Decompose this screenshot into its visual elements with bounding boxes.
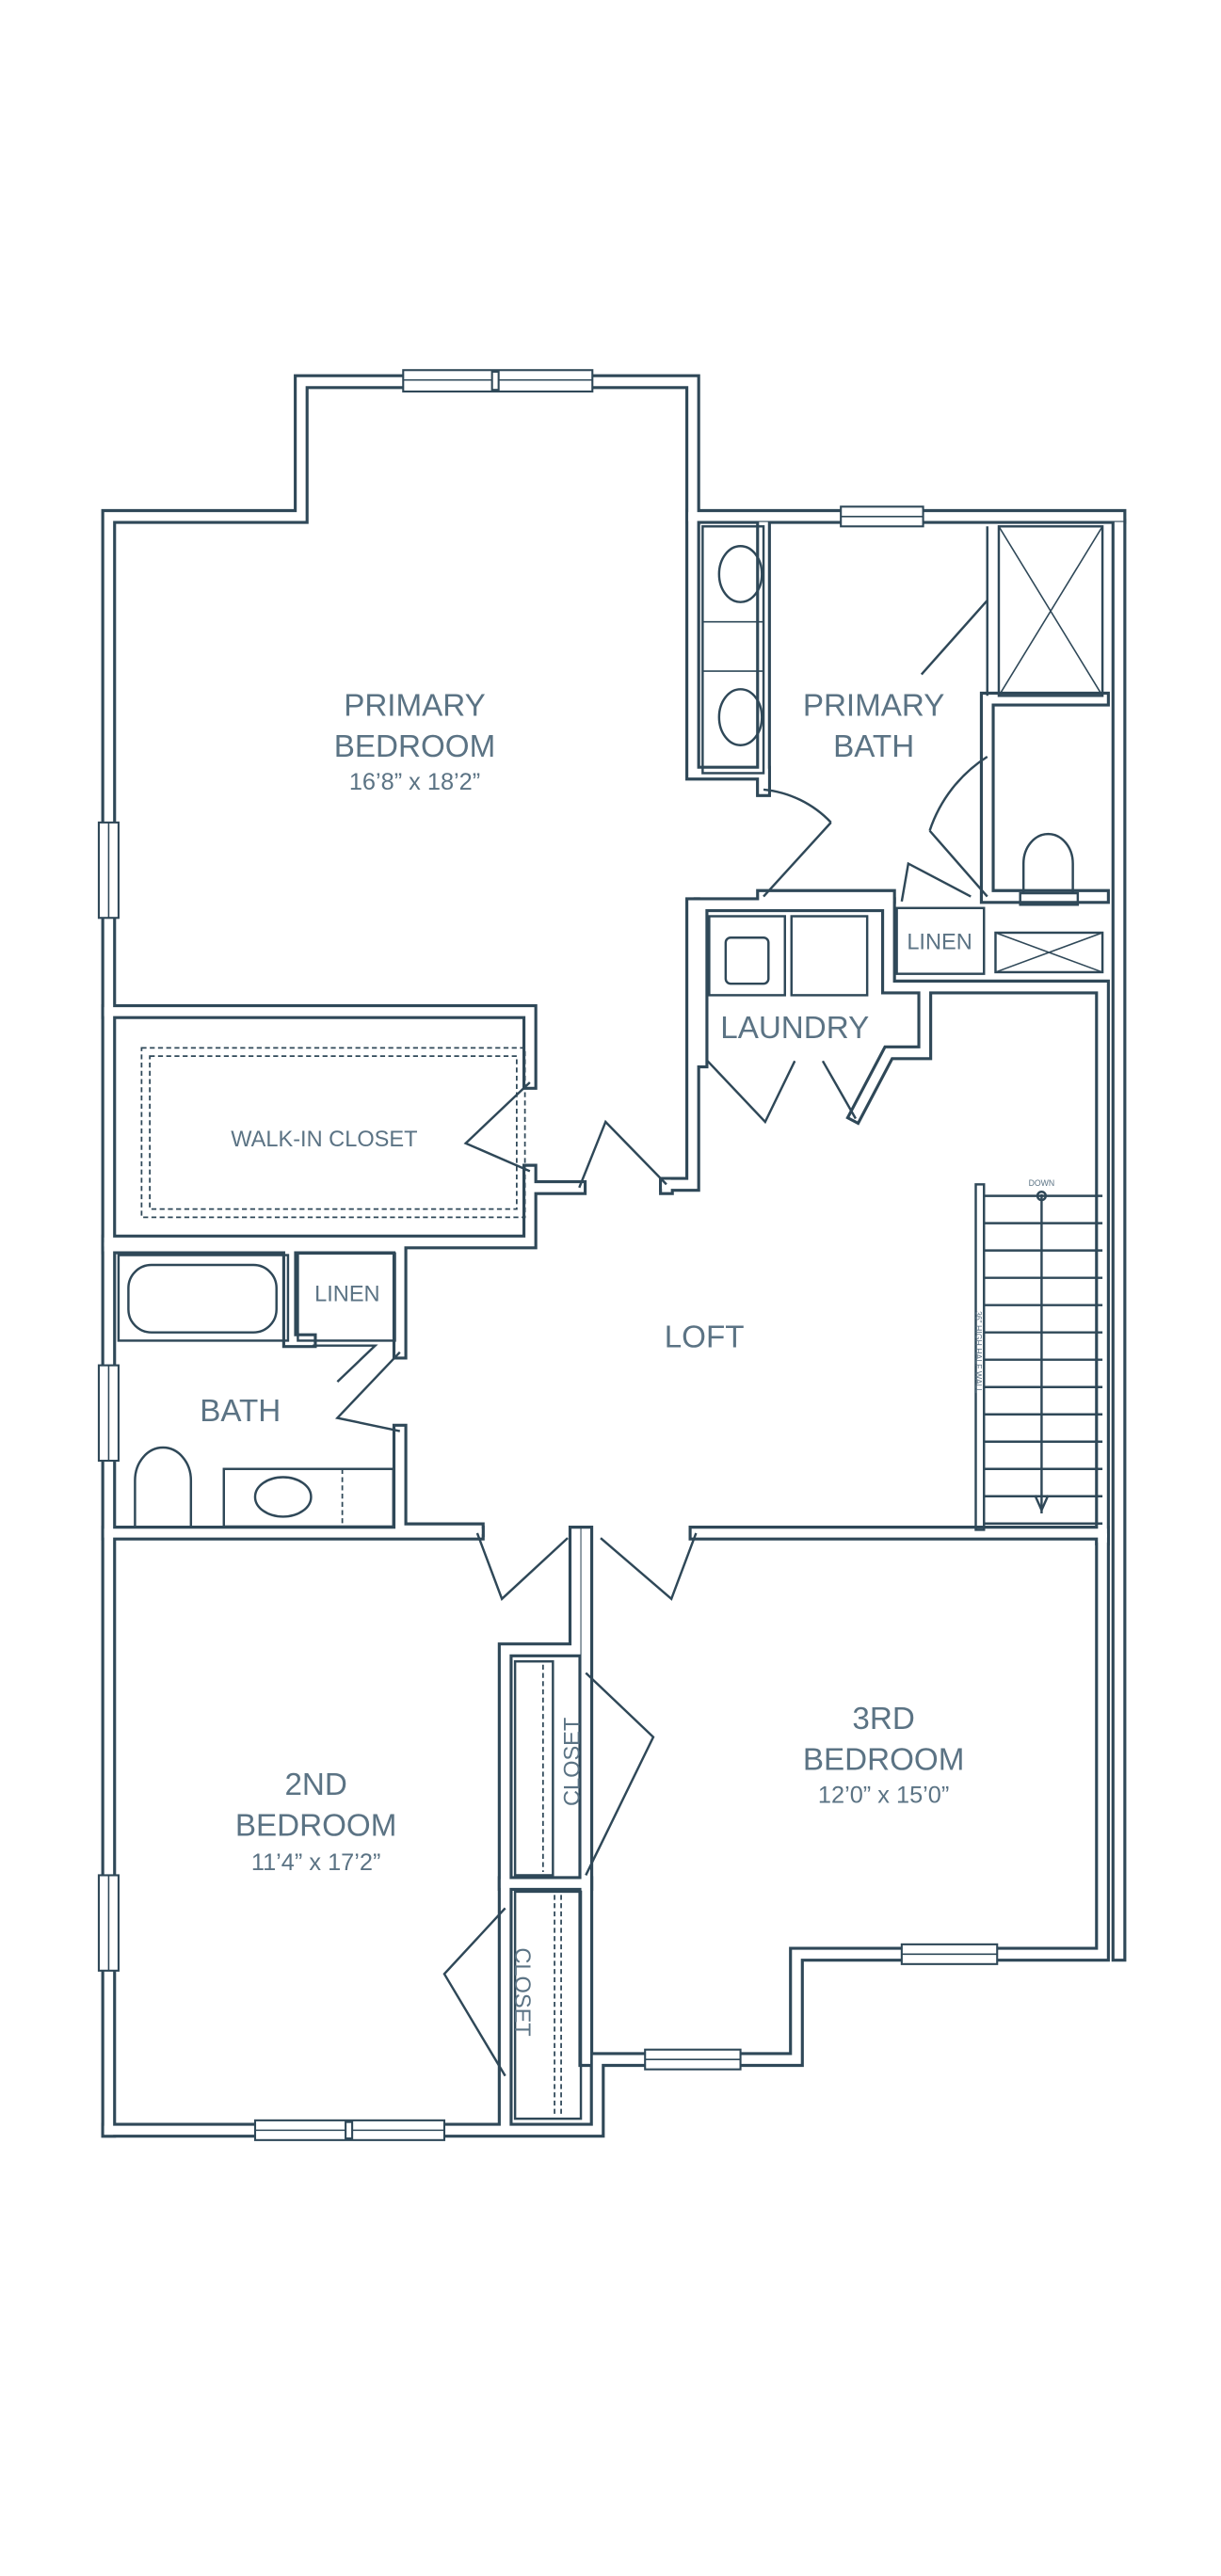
half-wall <box>974 1183 986 1531</box>
fixtures <box>117 525 1104 2120</box>
toilet <box>1021 832 1074 894</box>
linen-lower-label: LINEN <box>314 1281 379 1305</box>
second-bedroom-label: BEDROOM <box>235 1809 396 1844</box>
shower <box>997 525 1104 697</box>
third-bedroom-label: BEDROOM <box>803 1743 964 1778</box>
wall-inner <box>662 521 768 1190</box>
room-labels: PRIMARY BEDROOM 16’8” x 18’2” PRIMARY BA… <box>200 688 1054 2036</box>
loft-label: LOFT <box>665 1320 745 1354</box>
window <box>97 1874 120 1972</box>
bath-label: BATH <box>200 1394 281 1429</box>
door <box>900 861 972 902</box>
toilet-tank <box>1019 891 1080 906</box>
primary-bath-label: BATH <box>833 729 914 764</box>
dryer <box>790 915 869 997</box>
door <box>475 1532 569 1601</box>
walk-in-closet-label: WALK-IN CLOSET <box>231 1127 417 1151</box>
door <box>600 1532 698 1601</box>
third-bedroom-label: 3RD <box>852 1702 914 1736</box>
closet-b-box <box>513 1890 583 2120</box>
door <box>763 788 832 898</box>
primary-bath-label: PRIMARY <box>803 688 945 723</box>
vanity <box>701 525 765 775</box>
hvac-chase <box>994 931 1104 974</box>
third-bedroom-dims: 12’0” x 15’0” <box>818 1783 949 1809</box>
toilet <box>134 1446 193 1527</box>
washer <box>708 915 786 997</box>
sink <box>253 1476 313 1518</box>
wall-inner <box>104 1242 482 1535</box>
bathtub <box>117 1254 290 1342</box>
laundry-label: LAUNDRY <box>720 1011 869 1046</box>
window <box>840 505 924 528</box>
primary-bedroom-label: BEDROOM <box>334 729 495 764</box>
window <box>644 2048 742 2071</box>
primary-bedroom-label: PRIMARY <box>344 688 486 723</box>
door <box>578 1119 667 1189</box>
sink <box>717 688 763 746</box>
door <box>706 1060 857 1125</box>
windows <box>97 369 999 2141</box>
wall-inner <box>696 900 1107 1543</box>
linen-upper-label: LINEN <box>907 929 972 953</box>
window <box>97 821 120 920</box>
wall-inner <box>104 1528 1107 2127</box>
closet-b-label: CLOSET <box>510 1947 535 2036</box>
window <box>402 369 594 393</box>
linen-upper-box <box>895 906 986 975</box>
wall-inner <box>759 695 1107 902</box>
half-wall-label: 36” HIGH HALF WALL <box>974 1311 984 1394</box>
primary-bath-lower-wall <box>756 691 1110 904</box>
window <box>97 1364 120 1463</box>
closet-rod <box>140 1047 526 1219</box>
door <box>313 1344 401 1432</box>
primary-bath-wall <box>659 519 771 1192</box>
door <box>442 1907 506 2077</box>
walls <box>101 374 1127 2138</box>
doors <box>313 755 988 2077</box>
second-bedroom-dims: 11’4” x 17’2” <box>251 1849 381 1876</box>
door <box>928 755 988 898</box>
second-bedroom-label: 2ND <box>284 1768 346 1802</box>
window <box>900 1943 999 1965</box>
door <box>585 1672 655 1876</box>
wall-inner <box>104 1533 1107 2136</box>
wall-inner <box>104 1007 671 1247</box>
closet-a-box <box>513 1660 554 1877</box>
door <box>463 1081 531 1173</box>
closet-a-label: CLOSET <box>559 1718 584 1806</box>
primary-bedroom-dims: 16’8” x 18’2” <box>349 769 480 795</box>
window <box>253 2119 446 2141</box>
sink <box>717 545 763 603</box>
bath-vanity <box>222 1467 395 1528</box>
linen-lower-box <box>297 1252 396 1342</box>
staircase[interactable] <box>974 1183 1103 1531</box>
stairs-down-label: DOWN <box>1029 1178 1055 1188</box>
